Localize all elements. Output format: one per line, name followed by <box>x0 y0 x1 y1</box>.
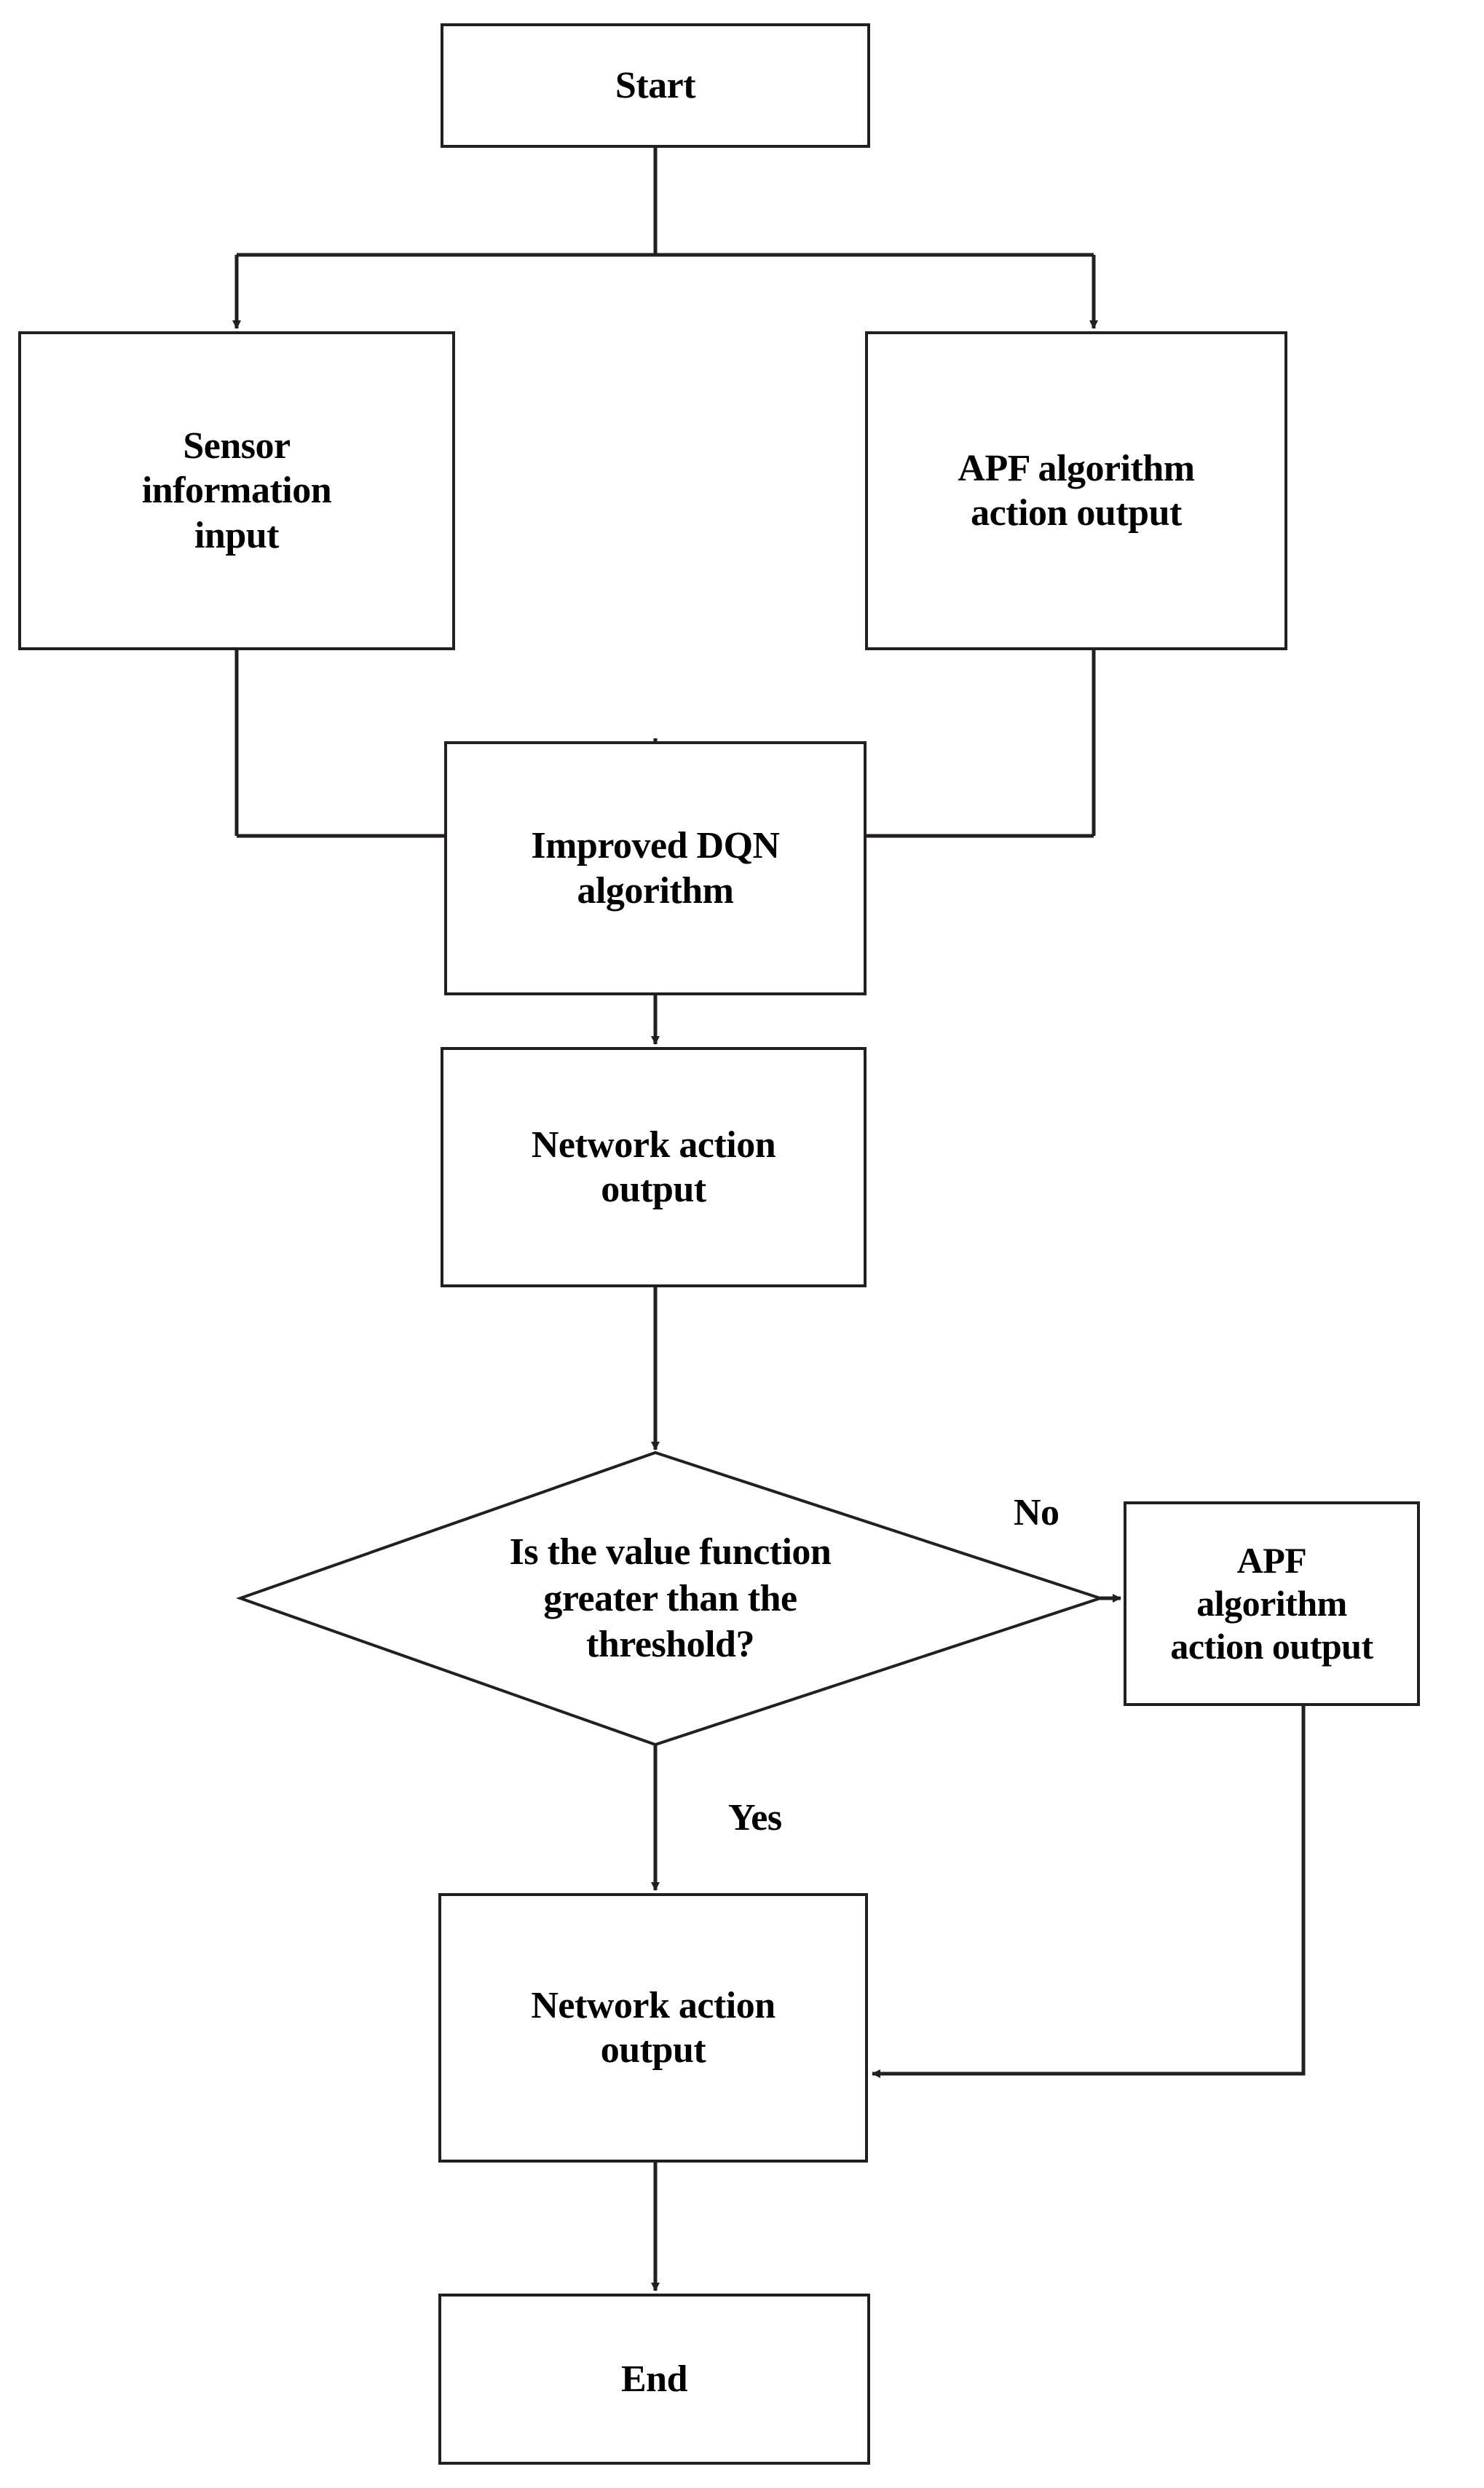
node-sensor-input[interactable]: Sensor information input <box>18 331 455 650</box>
node-apf-top[interactable]: APF algorithm action output <box>865 331 1287 650</box>
node-network-output-2-label: Network action output <box>531 1984 775 2071</box>
node-network-output-1[interactable]: Network action output <box>441 1047 867 1287</box>
node-end-label: End <box>620 2358 688 2400</box>
node-start[interactable]: Start <box>441 23 870 148</box>
node-network-output-2[interactable]: Network action output <box>438 1893 868 2163</box>
node-apf-top-label: APF algorithm action output <box>958 447 1195 534</box>
edge-apf-right-feedback <box>872 1706 1306 2078</box>
node-apf-right[interactable]: APF algorithm action output <box>1124 1501 1420 1706</box>
node-sensor-input-label: Sensor information input <box>141 424 332 556</box>
edge-label-no: No <box>1014 1492 1059 1533</box>
node-network-output-1-label: Network action output <box>531 1123 776 1210</box>
node-end[interactable]: End <box>438 2294 870 2465</box>
node-improved-dqn[interactable]: Improved DQN algorithm <box>444 741 867 995</box>
node-apf-right-label: APF algorithm action output <box>1170 1540 1373 1667</box>
node-decision[interactable]: Is the value function greater than the t… <box>240 1453 1100 1745</box>
node-start-label: Start <box>615 64 696 106</box>
edge-label-yes: Yes <box>728 1797 782 1839</box>
node-decision-label: Is the value function greater than the t… <box>509 1531 832 1666</box>
node-improved-dqn-label: Improved DQN algorithm <box>531 825 780 912</box>
